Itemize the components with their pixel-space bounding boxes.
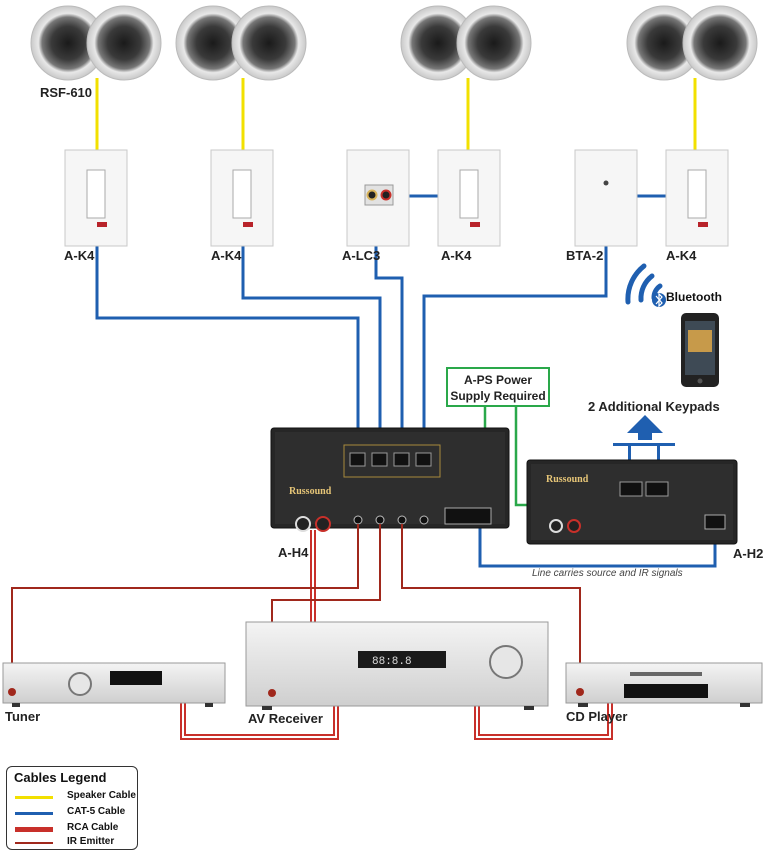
legend-row-ir: IR Emitter <box>15 835 137 851</box>
legend-label: RCA Cable <box>67 822 119 833</box>
label-bta2: BTA-2 <box>566 248 604 263</box>
rca-cables <box>180 530 613 740</box>
legend-row-rca: RCA Cable <box>15 821 137 837</box>
speaker-cables <box>95 78 697 150</box>
label-ak4-2: A-K4 <box>211 248 242 263</box>
power-line2: Supply Required <box>450 389 546 403</box>
speaker-icon <box>30 5 758 81</box>
legend-swatch <box>15 796 53 799</box>
label-ah2: A-H2 <box>733 546 764 561</box>
av-receiver-device: 88:8.8 <box>245 621 549 710</box>
legend-swatch <box>15 812 53 815</box>
bta2-plate <box>574 149 638 247</box>
legend-swatch <box>15 842 53 844</box>
power-line1: A-PS Power <box>463 373 532 387</box>
legend-label: IR Emitter <box>67 836 115 847</box>
receiver-display: 88:8.8 <box>372 656 412 668</box>
bluetooth-icon <box>652 292 666 308</box>
label-ak4-4: A-K4 <box>666 248 697 263</box>
legend-label: CAT-5 Cable <box>67 806 126 817</box>
label-av-receiver: AV Receiver <box>248 711 323 726</box>
cat5-cables <box>95 194 717 568</box>
hub-brand: Russound <box>289 486 332 497</box>
legend-label: Speaker Cable <box>67 790 136 801</box>
phone-icon <box>681 313 719 387</box>
line-note: Line carries source and IR signals <box>532 568 683 579</box>
label-tuner: Tuner <box>5 709 41 724</box>
legend-swatch <box>15 827 53 832</box>
label-ak4-3: A-K4 <box>441 248 472 263</box>
ah4-hub: Russound <box>270 427 510 532</box>
legend-row-speaker: Speaker Cable <box>15 789 137 805</box>
tuner-device <box>2 662 226 707</box>
label-rsf610: RSF-610 <box>40 85 93 100</box>
label-ak4-1: A-K4 <box>64 248 95 263</box>
alc3-plate <box>346 149 410 247</box>
cables-legend: Cables Legend Speaker Cable CAT-5 Cable … <box>6 766 138 850</box>
cd-player-device <box>565 662 763 707</box>
label-additional-keypads: 2 Additional Keypads <box>588 399 720 414</box>
power-supply-box: A-PS Power Supply Required <box>446 367 550 407</box>
ah2-hub: Russound <box>526 459 738 545</box>
legend-row-cat5: CAT-5 Cable <box>15 805 137 821</box>
hub2-brand: Russound <box>546 474 589 485</box>
keypad-icon <box>64 149 729 247</box>
label-ah4: A-H4 <box>278 545 309 560</box>
label-bluetooth: Bluetooth <box>666 290 722 304</box>
legend-title: Cables Legend <box>14 770 107 785</box>
label-alc3: A-LC3 <box>342 248 381 263</box>
label-cd-player: CD Player <box>566 709 628 724</box>
